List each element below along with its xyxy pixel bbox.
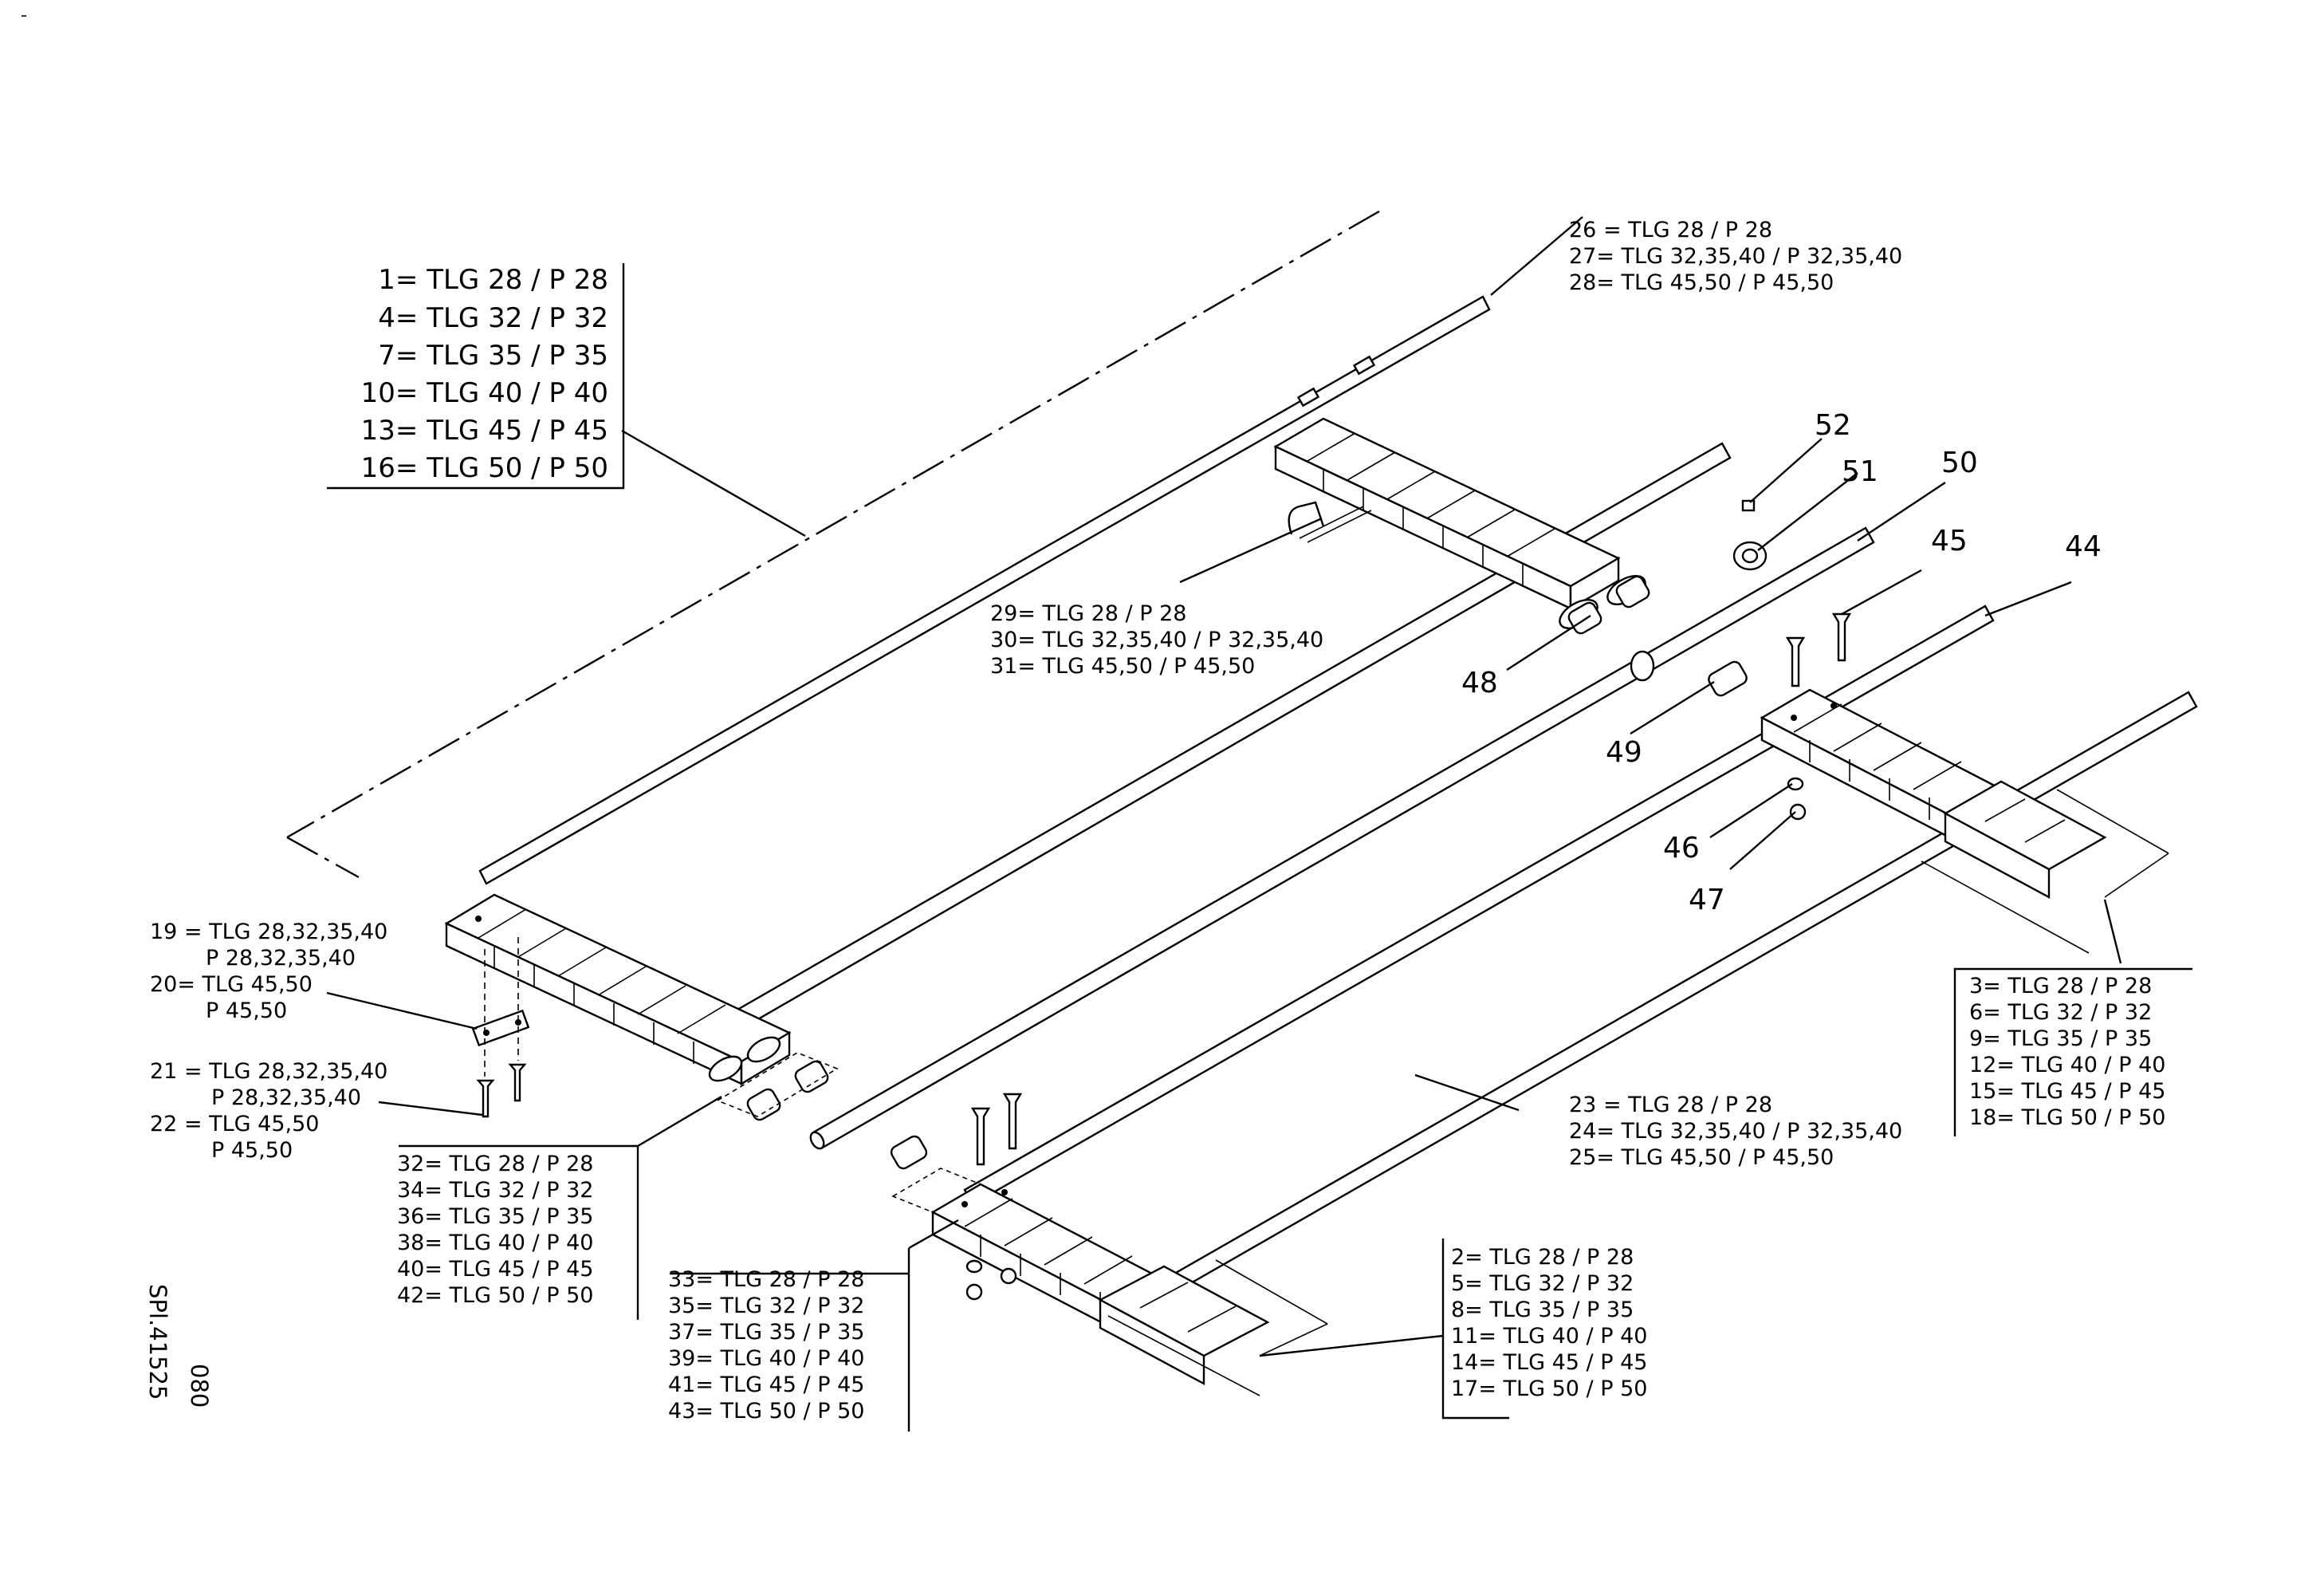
box-g32 [399, 1144, 639, 1320]
label-32: 32= TLG 28 / P 28 [397, 1152, 593, 1176]
block-right [1760, 688, 2107, 900]
parts-33-bolts-nuts [890, 1093, 1023, 1301]
drawing-rev: 080 [186, 1364, 213, 1408]
label-group-1: 1= TLG 28 / P 28 4= TLG 32 / P 32 7= TLG… [361, 264, 608, 484]
label-10: 10= TLG 40 / P 40 [361, 377, 608, 409]
label-8: 8= TLG 35 / P 35 [1451, 1298, 1634, 1322]
label-43: 43= TLG 50 / P 50 [668, 1399, 864, 1424]
part-49-sleeve [1708, 660, 1748, 697]
label-28: 28= TLG 45,50 / P 45,50 [1569, 270, 1834, 295]
centerline-top [286, 210, 1380, 839]
callout-48: 48 [1461, 667, 1498, 699]
label-group-23: 23 = TLG 28 / P 28 24= TLG 32,35,40 / P … [1569, 1093, 1902, 1170]
leader-lines [326, 216, 2122, 1357]
block-bottom [930, 1183, 1270, 1386]
callout-50: 50 [1941, 447, 1978, 479]
rail-26 [478, 295, 1491, 885]
label-group-32: 32= TLG 28 / P 28 34= TLG 32 / P 32 36= … [397, 1152, 593, 1308]
callout-46: 46 [1663, 832, 1700, 864]
label-16: 16= TLG 50 / P 50 [361, 452, 608, 484]
label-24: 24= TLG 32,35,40 / P 32,35,40 [1569, 1119, 1902, 1144]
label-6: 6= TLG 32 / P 32 [1969, 1000, 2152, 1025]
bracket-lines [1107, 789, 2169, 1396]
label-39: 39= TLG 40 / P 40 [668, 1346, 864, 1371]
part-52-nut [1741, 499, 1756, 512]
label-33: 33= TLG 28 / P 28 [668, 1267, 864, 1292]
label-38: 38= TLG 40 / P 40 [397, 1231, 593, 1255]
label-2: 2= TLG 28 / P 28 [1451, 1245, 1634, 1270]
label-31: 31= TLG 45,50 / P 45,50 [990, 654, 1255, 679]
part-46-47-nuts [1787, 777, 1807, 821]
label-22: 22 = TLG 45,50 [150, 1112, 319, 1136]
parts-32-bushings [716, 1052, 839, 1121]
label-12: 12= TLG 40 / P 40 [1969, 1053, 2165, 1077]
label-group-3: 3= TLG 28 / P 28 6= TLG 32 / P 32 9= TLG… [1969, 974, 2165, 1130]
box-g3 [1953, 967, 2192, 1136]
label-17: 17= TLG 50 / P 50 [1451, 1376, 1647, 1401]
rail-29 [730, 442, 1732, 1030]
part-51-bearing [1732, 541, 1768, 571]
label-25: 25= TLG 45,50 / P 45,50 [1569, 1145, 1834, 1170]
label-19: 19 = TLG 28,32,35,40 [150, 920, 387, 944]
box-g33 [670, 1248, 910, 1432]
callout-45: 45 [1931, 525, 1968, 557]
parts-19-21-plate-screws [471, 937, 530, 1118]
label-group-19: 19 = TLG 28,32,35,40 P 28,32,35,40 20= T… [150, 920, 387, 1023]
part-48-bushing [1567, 575, 1655, 682]
label-42: 42= TLG 50 / P 50 [397, 1283, 593, 1308]
label-18: 18= TLG 50 / P 50 [1969, 1105, 2165, 1130]
label-11: 11= TLG 40 / P 40 [1451, 1324, 1647, 1349]
label-30: 30= TLG 32,35,40 / P 32,35,40 [990, 628, 1323, 652]
label-20: 20= TLG 45,50 [150, 972, 313, 997]
callout-49: 49 [1606, 736, 1642, 769]
label-group-29: 29= TLG 28 / P 28 30= TLG 32,35,40 / P 3… [990, 601, 1323, 679]
callout-52: 52 [1815, 409, 1851, 442]
label-29: 29= TLG 28 / P 28 [990, 601, 1186, 626]
label-4: 4= TLG 32 / P 32 [378, 302, 608, 334]
block-top-right [1273, 417, 1646, 629]
rod-50 [809, 526, 1875, 1150]
label-36: 36= TLG 35 / P 35 [397, 1204, 593, 1229]
label-5: 5= TLG 32 / P 32 [1451, 1271, 1634, 1296]
drawing-id: SPl.41525 [144, 1284, 171, 1400]
label-group-26: 26 = TLG 28 / P 28 27= TLG 32,35,40 / P … [1569, 218, 1902, 295]
label-19-p: P 28,32,35,40 [206, 946, 356, 971]
block-left [444, 893, 792, 1086]
label-26: 26 = TLG 28 / P 28 [1569, 218, 1772, 242]
label-9: 9= TLG 35 / P 35 [1969, 1026, 2152, 1051]
label-34: 34= TLG 32 / P 32 [397, 1178, 593, 1203]
label-23: 23 = TLG 28 / P 28 [1569, 1093, 1772, 1117]
label-21-p: P 28,32,35,40 [211, 1085, 361, 1110]
callout-47: 47 [1689, 884, 1725, 916]
callout-51: 51 [1842, 455, 1878, 488]
label-40: 40= TLG 45 / P 45 [397, 1257, 593, 1282]
label-1: 1= TLG 28 / P 28 [378, 264, 608, 296]
label-7: 7= TLG 35 / P 35 [378, 340, 608, 372]
label-27: 27= TLG 32,35,40 / P 32,35,40 [1569, 244, 1902, 269]
label-14: 14= TLG 45 / P 45 [1451, 1350, 1647, 1375]
box-g2 [1441, 1239, 1509, 1420]
callout-44: 44 [2065, 530, 2102, 563]
box-g1 [327, 263, 625, 490]
part-45-bolts [1785, 612, 1852, 687]
label-group-33: 33= TLG 28 / P 28 35= TLG 32 / P 32 37= … [668, 1267, 864, 1424]
label-22-p: P 45,50 [211, 1138, 293, 1163]
label-20-p: P 45,50 [206, 998, 287, 1023]
label-37: 37= TLG 35 / P 35 [668, 1320, 864, 1345]
label-group-21: 21 = TLG 28,32,35,40 P 28,32,35,40 22 = … [150, 1059, 387, 1163]
label-15: 15= TLG 45 / P 45 [1969, 1079, 2165, 1104]
label-41: 41= TLG 45 / P 45 [668, 1372, 864, 1397]
label-13: 13= TLG 45 / P 45 [361, 415, 608, 447]
centerline-end [286, 836, 360, 879]
label-group-2: 2= TLG 28 / P 28 5= TLG 32 / P 32 8= TLG… [1451, 1245, 1647, 1401]
label-35: 35= TLG 32 / P 32 [668, 1294, 864, 1318]
label-21: 21 = TLG 28,32,35,40 [150, 1059, 387, 1084]
label-3: 3= TLG 28 / P 28 [1969, 974, 2152, 998]
